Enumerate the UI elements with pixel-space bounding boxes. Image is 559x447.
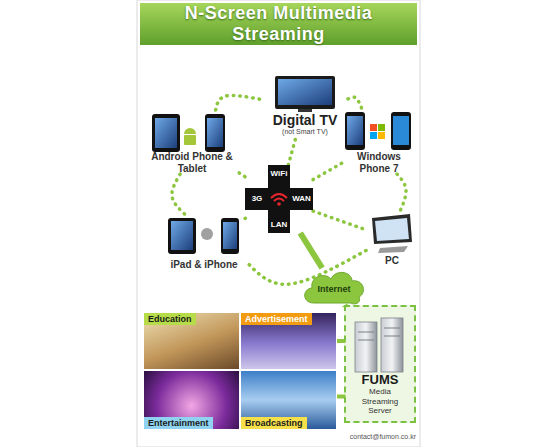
pc-keyboard — [378, 246, 408, 253]
server-tower — [355, 322, 377, 372]
device-node: Windows Phone 7 — [342, 110, 416, 174]
internet-link — [300, 233, 322, 268]
device-node: Digital TV(not Smart TV) — [262, 72, 348, 136]
node-sublabel: WAN — [290, 194, 313, 203]
tablet-icon — [152, 114, 180, 152]
wifi-symbol — [271, 194, 287, 201]
tablet-screen — [155, 118, 177, 148]
content-tile: Broadcasting — [240, 370, 337, 430]
internet-cloud: Internet — [300, 268, 368, 306]
server-panel — [344, 305, 416, 423]
content-tile: Advertisement — [240, 312, 337, 370]
server-slot — [358, 340, 374, 341]
tv-stand — [298, 109, 312, 112]
android-body — [184, 135, 196, 145]
device-node: Android Phone & Tablet — [146, 110, 238, 174]
windows-logo — [378, 124, 385, 131]
contact-note: contact@fumon.co.kr — [318, 433, 416, 440]
spoke-link — [288, 136, 296, 165]
diagram-title: N-Screen Multimedia Streaming — [140, 3, 417, 45]
node-label: Windows Phone 7 — [351, 151, 407, 174]
device-node: iPad & iPhone — [160, 214, 248, 270]
phone-screen — [207, 118, 223, 147]
node-sublabel: LAN — [268, 220, 290, 229]
node-label: Entertainment — [144, 417, 213, 429]
node-label: Broadcasting — [241, 417, 307, 429]
ring-link — [348, 97, 362, 110]
server-box: FUMSMedia Streaming Server — [344, 305, 416, 423]
server-slot — [384, 328, 400, 329]
node-label: Digital TV — [273, 112, 338, 128]
spoke-link — [245, 217, 248, 219]
hub-cross — [245, 165, 313, 233]
content-tile: Entertainment — [143, 370, 240, 430]
node-label: Internet — [317, 280, 350, 294]
phone-icon — [345, 112, 365, 150]
windows-logo — [378, 132, 385, 139]
tv-frame — [275, 76, 335, 109]
phone-icon — [205, 114, 225, 152]
ring-link — [172, 174, 185, 214]
node-label: Android Phone & Tablet — [149, 151, 235, 174]
windows-logo — [370, 124, 377, 131]
android-head — [184, 128, 196, 134]
network-hub: WiFi 3G WAN LAN — [245, 165, 313, 233]
spoke-link — [313, 163, 342, 180]
node-sublabel: 3G — [246, 194, 268, 203]
ring-link — [397, 174, 406, 212]
ring-link — [216, 95, 262, 110]
device-node: PC — [366, 212, 418, 266]
node-label: FUMS — [362, 373, 399, 388]
ipad-screen — [171, 221, 193, 250]
spoke-link — [238, 172, 245, 177]
pc-monitor — [372, 214, 412, 244]
iphone-icon — [221, 218, 239, 254]
poster-sheet — [137, 0, 420, 447]
server-slot — [384, 336, 400, 337]
title-banner — [140, 3, 417, 45]
server-tower — [381, 318, 403, 372]
phone-icon — [391, 112, 411, 150]
wifi-symbol — [277, 202, 281, 206]
content-tile: Education — [143, 312, 240, 370]
node-label: Advertisement — [241, 313, 312, 325]
iphone-screen — [223, 222, 237, 249]
node-sublabel: (not Smart TV) — [282, 128, 328, 136]
server-slot — [358, 332, 374, 333]
spoke-link — [313, 211, 366, 230]
node-label: Education — [144, 313, 196, 325]
ipad-icon — [168, 218, 196, 254]
cloud-shape — [305, 272, 364, 303]
phone-screen — [347, 116, 363, 145]
phone-screen — [393, 116, 409, 145]
pc-screen — [375, 218, 409, 241]
node-label: PC — [385, 255, 399, 267]
tv-screen — [278, 79, 332, 105]
node-sublabel: Media Streaming Server — [350, 387, 410, 415]
windows-logo — [370, 132, 377, 139]
node-label: WiFi — [268, 169, 290, 178]
node-label: iPad & iPhone — [170, 259, 237, 271]
apple-logo — [201, 228, 213, 240]
